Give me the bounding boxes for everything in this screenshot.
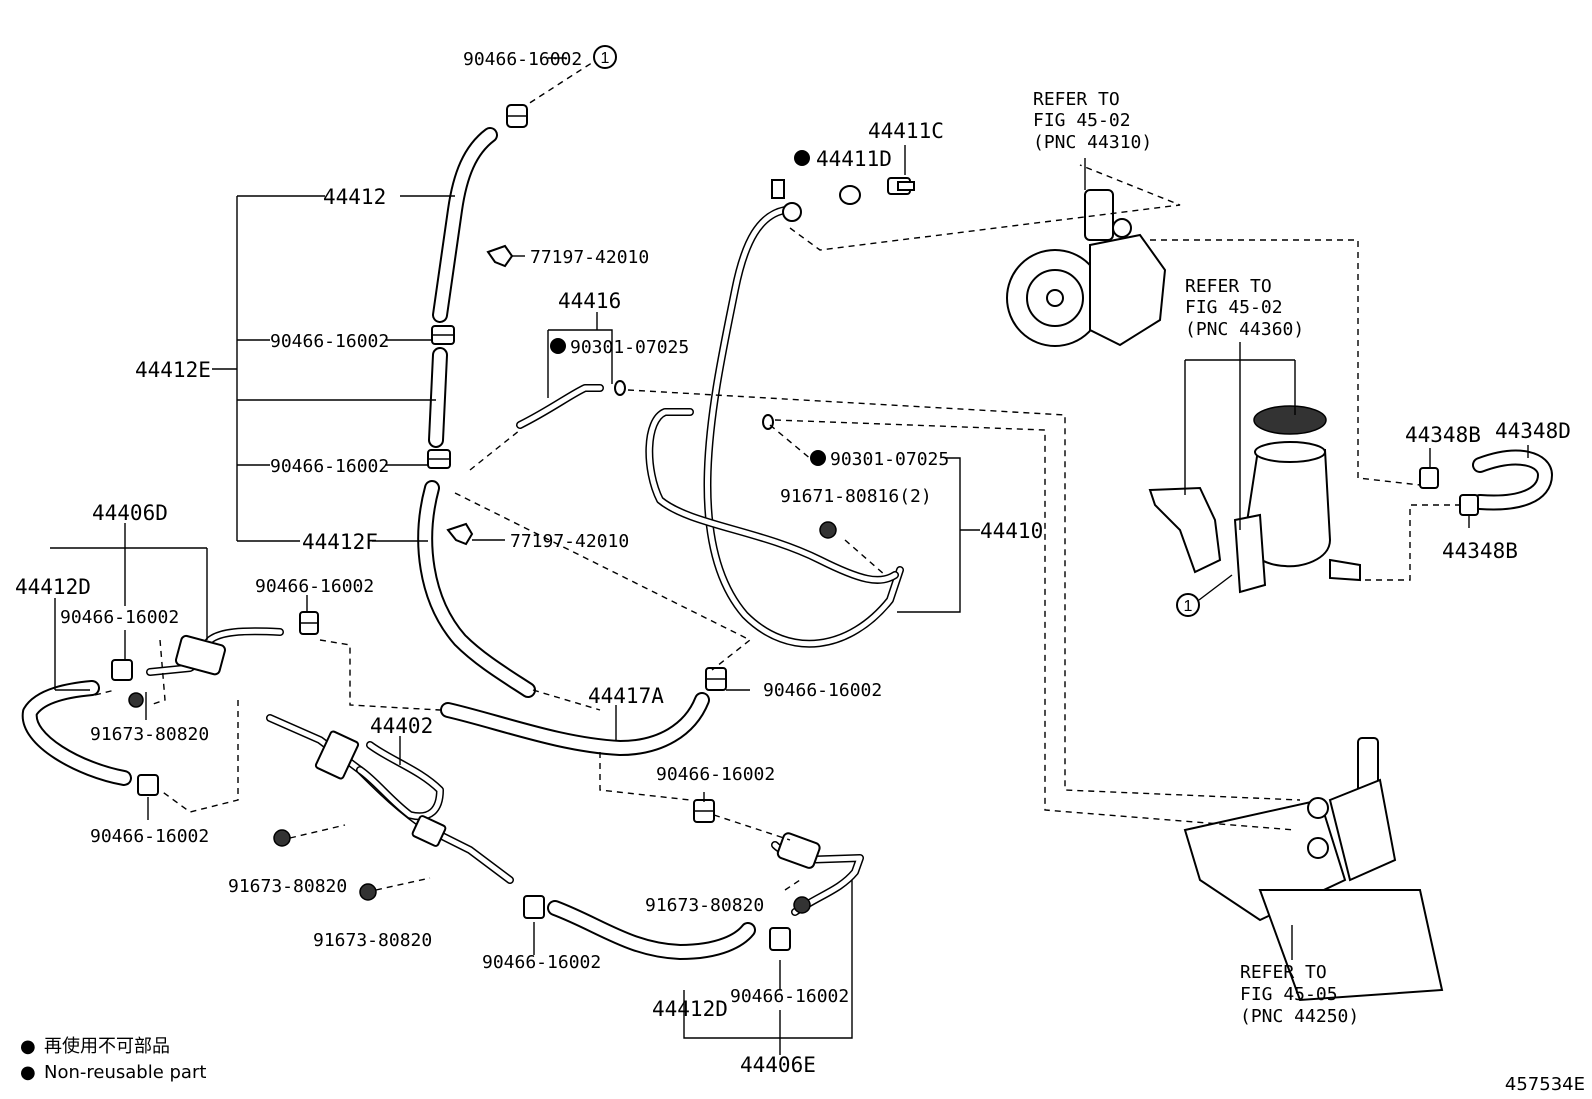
label-90466-16002: 90466-16002 bbox=[255, 576, 374, 597]
cooler-44402 bbox=[266, 714, 514, 884]
label-77197-42010: 77197-42010 bbox=[510, 531, 629, 552]
legend-marker-icon: ● bbox=[20, 1062, 36, 1083]
clip-icon bbox=[446, 522, 474, 546]
label-44412: 44412 bbox=[323, 185, 386, 209]
clamp-icon bbox=[523, 895, 545, 919]
label-90466-16002: 90466-16002 bbox=[90, 826, 209, 847]
bolt-icon bbox=[819, 521, 837, 539]
clamp-icon bbox=[1419, 467, 1439, 489]
label-90466-16002: 90466-16002 bbox=[763, 680, 882, 701]
clamp-icon bbox=[431, 325, 455, 345]
bolt-icon bbox=[359, 883, 377, 901]
label-91673-80820: 91673-80820 bbox=[313, 930, 432, 951]
label-77197-42010: 77197-42010 bbox=[530, 247, 649, 268]
clamp-icon bbox=[769, 927, 791, 951]
label-91673-80820: 91673-80820 bbox=[228, 876, 347, 897]
refer-gear-line3: (PNC 44250) bbox=[1240, 1006, 1359, 1027]
circle-ref: 1 bbox=[593, 45, 617, 69]
label-44411C: 44411C bbox=[868, 119, 944, 143]
label-44348B: 44348B bbox=[1405, 423, 1481, 447]
refer-reservoir-line2: FIG 45-02 bbox=[1185, 297, 1283, 318]
refer-reservoir: REFER TO FIG 45-02 (PNC 44360) bbox=[1185, 276, 1304, 340]
label-44402: 44402 bbox=[370, 714, 433, 738]
circle-ref: 1 bbox=[1176, 593, 1200, 617]
refer-reservoir-line1: REFER TO bbox=[1185, 276, 1272, 297]
label-44406E: 44406E bbox=[740, 1053, 816, 1077]
leader-lines bbox=[50, 57, 1529, 1055]
legend-line-en: Non-reusable part bbox=[44, 1062, 206, 1083]
clamp-icon bbox=[111, 659, 133, 681]
clamps bbox=[111, 104, 1479, 951]
bolt-icon bbox=[128, 692, 144, 708]
non-reusable-marker-icon bbox=[794, 150, 810, 166]
refer-gear-line1: REFER TO bbox=[1240, 962, 1327, 983]
label-91671-80816-2: 91671-80816(2) bbox=[780, 486, 932, 507]
label-91673-80820: 91673-80820 bbox=[645, 895, 764, 916]
clamp-icon bbox=[705, 667, 727, 691]
fitting-44410-top bbox=[771, 179, 785, 199]
union-44411C bbox=[887, 177, 915, 195]
label-44348B: 44348B bbox=[1442, 539, 1518, 563]
label-44411D: 44411D bbox=[816, 147, 892, 171]
label-44416: 44416 bbox=[558, 289, 621, 313]
non-reusable-marker-icon bbox=[550, 338, 566, 354]
circle-ref-label: 1 bbox=[601, 50, 610, 67]
label-90466-16002: 90466-16002 bbox=[656, 764, 775, 785]
label-44412D: 44412D bbox=[652, 997, 728, 1021]
label-90466-16002: 90466-16002 bbox=[60, 607, 179, 628]
clamp-icon bbox=[693, 799, 715, 823]
steering-gear bbox=[1183, 737, 1444, 1002]
label-44412D: 44412D bbox=[15, 575, 91, 599]
non-reusable-marker-icon bbox=[810, 450, 826, 466]
legend-marker-icon: ● bbox=[20, 1036, 36, 1057]
label-90466-16002: 90466-16002 bbox=[482, 952, 601, 973]
part-labels: 90466-16002 44412 77197-42010 90466-1600… bbox=[15, 49, 1571, 1077]
legend: ● 再使用不可部品 ● Non-reusable part bbox=[20, 1036, 206, 1083]
label-44406D: 44406D bbox=[92, 501, 168, 525]
clamp-icon bbox=[1459, 494, 1479, 516]
clamp-icon bbox=[506, 104, 528, 128]
reservoir bbox=[1148, 405, 1361, 594]
label-44410: 44410 bbox=[980, 519, 1043, 543]
label-44348D: 44348D bbox=[1495, 419, 1571, 443]
hoses-and-pipes bbox=[21, 127, 1553, 960]
label-90466-16002: 90466-16002 bbox=[270, 331, 389, 352]
figure-id: 457534E bbox=[1505, 1074, 1585, 1095]
label-90466-16002: 90466-16002 bbox=[730, 986, 849, 1007]
seat-44411D bbox=[839, 185, 861, 205]
label-91673-80820: 91673-80820 bbox=[90, 724, 209, 745]
refer-gear-line2: FIG 45-05 bbox=[1240, 984, 1338, 1005]
clamp-icon bbox=[299, 611, 319, 635]
o-ring-icon bbox=[614, 380, 626, 396]
refer-gear: REFER TO FIG 45-05 (PNC 44250) bbox=[1240, 962, 1359, 1027]
label-90301-07025: 90301-07025 bbox=[830, 449, 949, 470]
bolt-icon bbox=[273, 829, 291, 847]
refer-pump-line2: FIG 45-02 bbox=[1033, 110, 1131, 131]
legend-line-jp: 再使用不可部品 bbox=[44, 1036, 170, 1057]
label-90301-07025: 90301-07025 bbox=[570, 337, 689, 358]
label-44417A: 44417A bbox=[588, 684, 664, 708]
refer-pump: REFER TO FIG 45-02 (PNC 44310) bbox=[1033, 89, 1152, 153]
label-44412E: 44412E bbox=[135, 358, 211, 382]
circle-ref-label: 1 bbox=[1184, 598, 1193, 615]
dashed-connections bbox=[94, 57, 1460, 891]
refer-pump-line3: (PNC 44310) bbox=[1033, 132, 1152, 153]
power-steering-pump bbox=[1006, 189, 1167, 347]
clip-icon bbox=[486, 244, 514, 268]
label-44412F: 44412F bbox=[302, 530, 378, 554]
label-90466-16002: 90466-16002 bbox=[463, 49, 582, 70]
clamp-icon bbox=[427, 449, 451, 469]
label-90466-16002: 90466-16002 bbox=[270, 456, 389, 477]
refer-pump-line1: REFER TO bbox=[1033, 89, 1120, 110]
clamp-icon bbox=[137, 774, 159, 796]
bolt-icon bbox=[793, 896, 811, 914]
refer-reservoir-line3: (PNC 44360) bbox=[1185, 319, 1304, 340]
